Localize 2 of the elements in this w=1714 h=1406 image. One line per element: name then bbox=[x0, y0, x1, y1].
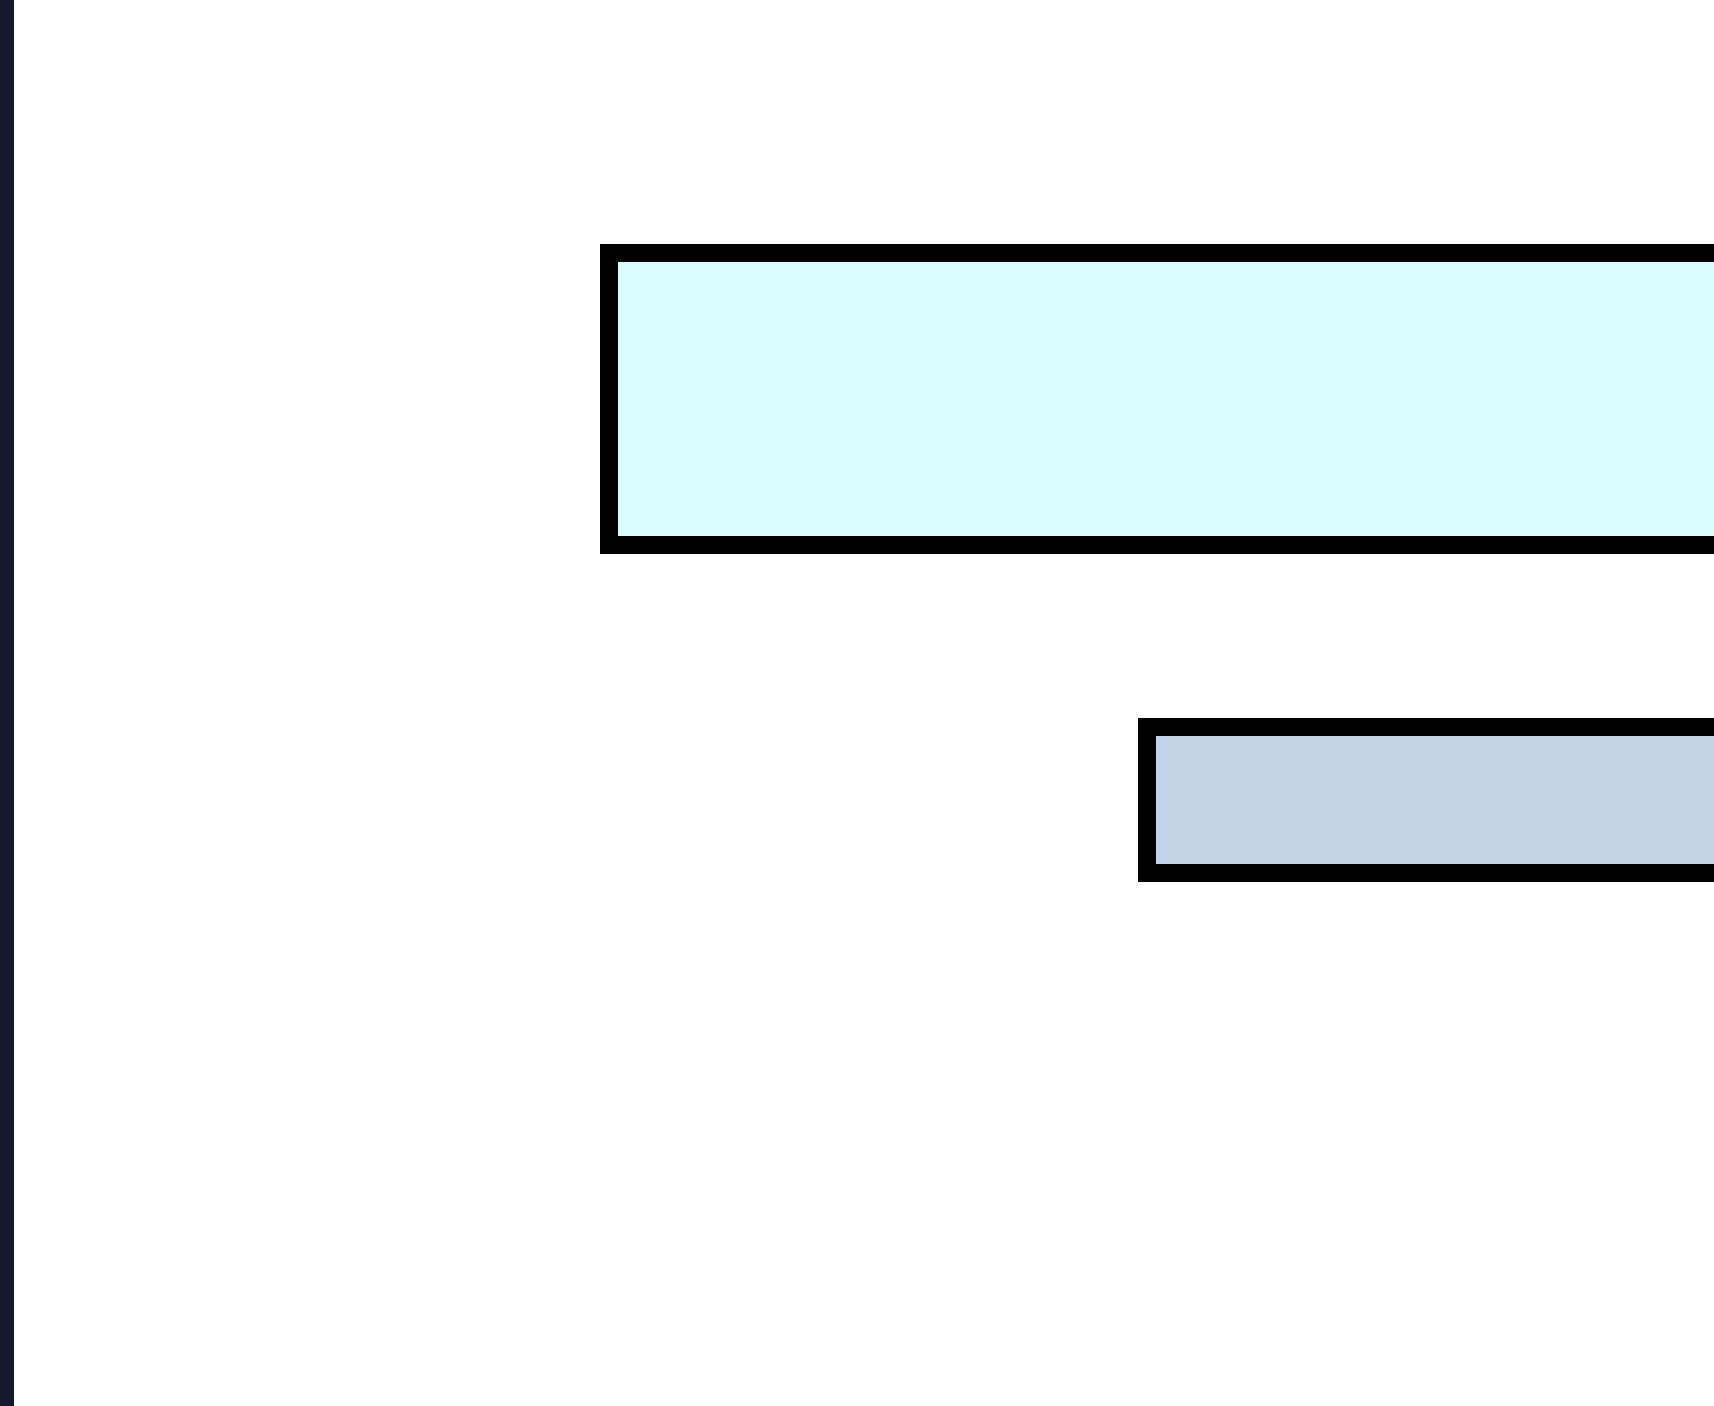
empty-box bbox=[1138, 718, 1714, 882]
empty-box bbox=[600, 244, 1714, 554]
